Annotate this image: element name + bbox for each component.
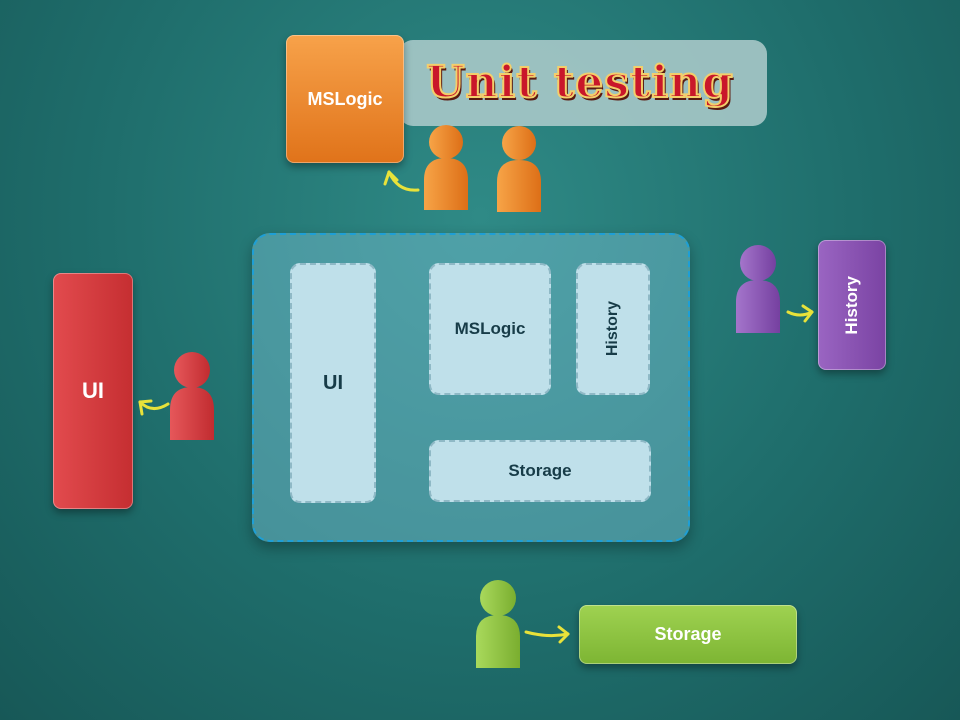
system-mslogic-block: MSLogic: [429, 263, 551, 395]
tester-person-icon: [424, 125, 468, 210]
system-ui-label: UI: [323, 371, 343, 394]
system-mslogic-label: MSLogic: [454, 319, 526, 338]
external-mslogic-label: MSLogic: [307, 88, 383, 109]
external-storage-label: Storage: [654, 624, 722, 644]
system-storage-block: Storage: [429, 440, 651, 502]
external-mslogic-module: MSLogic: [286, 35, 404, 163]
tester-person-icon: [476, 580, 520, 668]
system-ui-block: UI: [290, 263, 376, 503]
arrow-icon: [383, 170, 420, 192]
page-title: Unit testing: [425, 56, 734, 109]
tester-person-icon: [497, 126, 541, 212]
tester-person-icon: [736, 245, 780, 333]
external-history-module: History: [818, 240, 886, 370]
external-ui-label: UI: [82, 378, 104, 403]
system-storage-label: Storage: [508, 461, 572, 480]
external-ui-module: UI: [53, 273, 133, 509]
tester-person-icon: [170, 352, 214, 440]
arrow-icon: [524, 625, 570, 644]
system-history-block: History: [576, 263, 650, 395]
title-banner: [399, 40, 767, 126]
arrow-icon: [786, 304, 814, 323]
external-storage-module: Storage: [579, 605, 797, 664]
arrow-icon: [138, 399, 170, 416]
